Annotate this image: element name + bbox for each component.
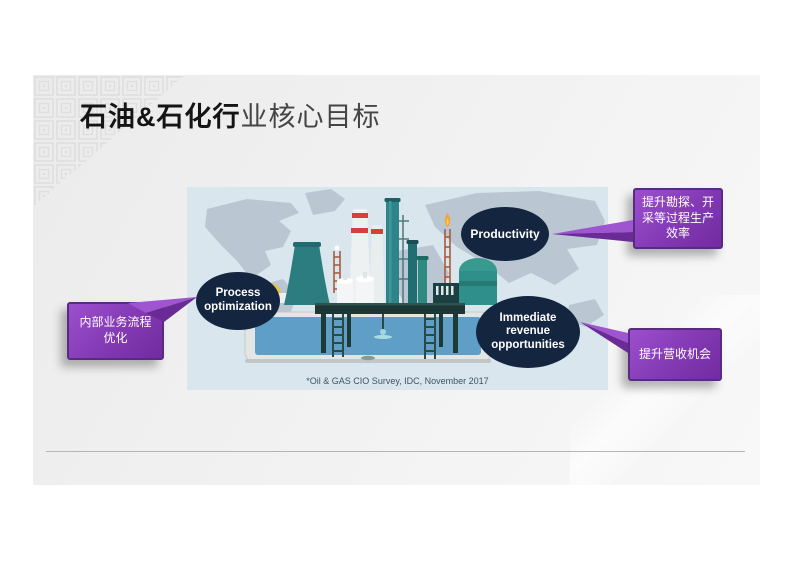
corner-pattern-decoration (33, 75, 185, 207)
teal-column-mid (408, 243, 417, 305)
callout-revenue-opportunity: 提升营收机会 (628, 328, 722, 381)
callout-revenue-line1: 提升营收机会 (638, 346, 711, 361)
bubble-immediate-line3: opportunities (491, 338, 565, 351)
callout-internal-process: 内部业务流程 优化 (67, 302, 164, 360)
page-title-rest: 业核心目标 (240, 102, 381, 132)
callout-internal-line2: 优化 (103, 331, 128, 345)
storage-tanks (337, 272, 374, 305)
platform-legs (321, 313, 458, 359)
ladder-left (332, 313, 344, 357)
oil-rig-platform (315, 303, 465, 314)
ladder-right (424, 313, 436, 359)
callout-exploration-line1: 提升勘探、开 (641, 194, 714, 209)
bubble-immediate-line1: Immediate (499, 311, 557, 324)
dome-tank (459, 258, 497, 305)
callout-internal-line1: 内部业务流程 (79, 315, 152, 330)
sensor-cable (374, 313, 392, 339)
bubble-immediate-line2: revenue (505, 325, 551, 338)
callout-exploration-line3: 效率 (665, 226, 690, 241)
page-title-emphasis: 石油&石化行 (80, 102, 241, 132)
cooling-tower (284, 245, 330, 305)
bubble-process-optimization: Process optimization (196, 272, 280, 330)
page-title: 石油&石化行业核心目标 (80, 95, 381, 134)
teal-column-small (418, 259, 427, 305)
bubble-process-line2: optimization (204, 301, 272, 313)
tablet-screen (255, 317, 481, 355)
tablet-home-button (361, 355, 375, 361)
footer-divider-line (46, 451, 745, 452)
callout-exploration-efficiency: 提升勘探、开 采等过程生产 效率 (633, 188, 723, 249)
slide: 石油&石化行业核心目标 (33, 75, 760, 485)
flare-stack (444, 213, 451, 283)
bubble-productivity: Productivity (461, 207, 549, 261)
bubble-productivity-line1: Productivity (470, 226, 540, 241)
bubble-immediate-revenue: Immediate revenue opportunities (476, 296, 580, 368)
distillation-column (386, 201, 399, 305)
source-caption: *Oil & GAS CIO Survey, IDC, November 201… (306, 376, 489, 386)
refinery (257, 198, 497, 305)
bubble-process-line1: Process (215, 287, 261, 300)
pipe-scaffold (399, 215, 409, 305)
callout-exploration-line2: 采等过程生产 (641, 210, 714, 225)
